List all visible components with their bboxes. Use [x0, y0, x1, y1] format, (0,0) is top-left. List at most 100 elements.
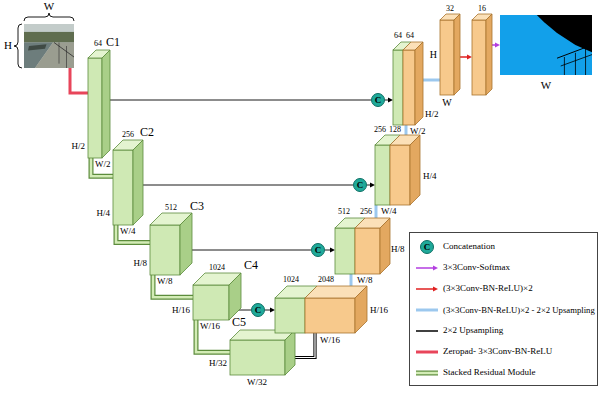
dimension-label: 512	[338, 208, 350, 216]
dimension-label: 2048	[318, 276, 334, 284]
block-name: C2	[140, 126, 154, 138]
dimension-label: 512	[165, 204, 177, 212]
dimension-label: W/4	[120, 227, 136, 236]
dimension-label: H/32	[209, 359, 227, 368]
legend-sample	[415, 324, 439, 338]
dimension-label: W/2	[95, 160, 111, 169]
decoder-block-shape	[335, 228, 380, 274]
connector	[133, 185, 353, 186]
dimension-label: W/16	[320, 336, 340, 345]
legend-box: CConcatenation3×3Conv-Softmax(3×3Conv-BN…	[409, 232, 598, 386]
legend-text: 2×2 Upsampling	[443, 326, 503, 335]
decoder-block: 6464H/2W/2	[393, 50, 415, 125]
connector	[265, 307, 275, 312]
connector	[196, 320, 230, 352]
output-conv-block-shape	[440, 20, 454, 95]
connector	[325, 247, 335, 252]
connector-line	[116, 225, 150, 243]
dimension-label: W	[442, 98, 451, 108]
arrowhead	[433, 286, 438, 291]
dimension-label: 1024	[283, 276, 299, 284]
encoder-block-shape	[113, 150, 133, 225]
dimension-label: 32	[446, 5, 454, 13]
legend-text: Zeropad- 3×3Conv-BN-ReLU	[443, 347, 552, 356]
encoder-block-shape	[88, 58, 102, 158]
output-conv-block: 16	[472, 20, 486, 95]
connector-line	[153, 275, 193, 297]
decoder-block-shape	[375, 145, 410, 205]
legend-text: Concatenation	[443, 242, 495, 251]
dimension-label: W/8	[157, 277, 173, 286]
dimension-label: W/32	[247, 378, 267, 387]
encoder-block-shape	[150, 225, 180, 275]
encoder-block-shape	[230, 340, 285, 375]
legend-row: 3×3Conv-Softmax	[410, 258, 597, 278]
connector	[91, 158, 113, 176]
dimension-label: 128	[389, 126, 401, 134]
concat-circle-sample: C	[420, 240, 434, 254]
concat-circle: C	[353, 178, 367, 192]
arrowhead	[370, 182, 375, 187]
legend-row: Zeropad- 3×3Conv-BN-ReLU	[410, 342, 597, 362]
dimension-label: H/8	[391, 245, 405, 254]
dimension-label: H	[430, 50, 437, 60]
dimension-label: H/2	[72, 142, 86, 151]
segmentation-output-shape	[500, 15, 592, 75]
dimension-label: W	[44, 1, 54, 12]
dimension-label: H/4	[423, 172, 437, 181]
connector	[180, 250, 311, 251]
connector	[102, 100, 371, 101]
dimension-label: H/4	[97, 209, 111, 218]
arrowhead	[388, 97, 393, 102]
segmentation-output: W	[500, 15, 592, 75]
connector-line	[116, 225, 150, 243]
legend-sample	[415, 282, 439, 296]
connector-line	[91, 158, 113, 176]
dimension-label: W/2	[410, 127, 426, 136]
dimension-label: 256	[122, 131, 134, 139]
arrowhead	[495, 42, 500, 47]
decoder-block-shape	[275, 298, 355, 333]
block-name: C5	[232, 316, 246, 328]
connector-line	[70, 68, 88, 93]
connector-line	[180, 250, 311, 251]
dimension-label: H/16	[370, 306, 388, 315]
height-brace	[14, 24, 22, 68]
legend-line-sample	[415, 282, 439, 296]
encoder-block: C41024H/16W/16	[193, 285, 229, 320]
decoder-block: 10242048H/16W/16	[275, 298, 355, 333]
encoder-block: C5H/32W/32	[230, 340, 285, 375]
output-conv-block: 32HW	[440, 20, 454, 95]
dimension-label: H/16	[172, 306, 190, 315]
connector-line	[133, 185, 353, 186]
legend-sample	[415, 366, 439, 380]
connector	[385, 97, 393, 102]
legend-line-sample	[415, 366, 439, 380]
encoder-block: C3512H/8W/8	[150, 225, 180, 275]
dimension-label: 1024	[209, 264, 225, 272]
legend-sample	[415, 261, 439, 275]
dimension-label: 64	[394, 32, 402, 40]
block-name: C1	[106, 36, 120, 48]
dimension-label: 64	[406, 32, 414, 40]
legend-text: Stacked Residual Module	[443, 368, 535, 377]
input-image-shape	[24, 24, 74, 68]
connector	[367, 182, 375, 187]
dimension-label: W/8	[357, 276, 373, 285]
concat-symbol: C	[255, 306, 262, 315]
concat-circle: C	[311, 243, 325, 257]
concat-circle: C	[251, 303, 265, 317]
legend-row: C Concatenation	[410, 237, 597, 257]
connector-line	[153, 275, 193, 297]
arrowhead	[270, 307, 275, 312]
legend-line-sample	[415, 303, 439, 317]
width-brace	[24, 13, 74, 21]
arrowhead	[330, 247, 335, 252]
decoder-block: 512256H/8W/8	[335, 228, 380, 274]
legend-sample	[415, 303, 439, 317]
decoder-block: 256128H/4W/4	[375, 145, 410, 205]
connector-line	[196, 320, 230, 352]
dimension-label: W/4	[381, 207, 397, 216]
legend-row: Stacked Residual Module	[410, 363, 597, 383]
connector-line	[102, 100, 371, 101]
